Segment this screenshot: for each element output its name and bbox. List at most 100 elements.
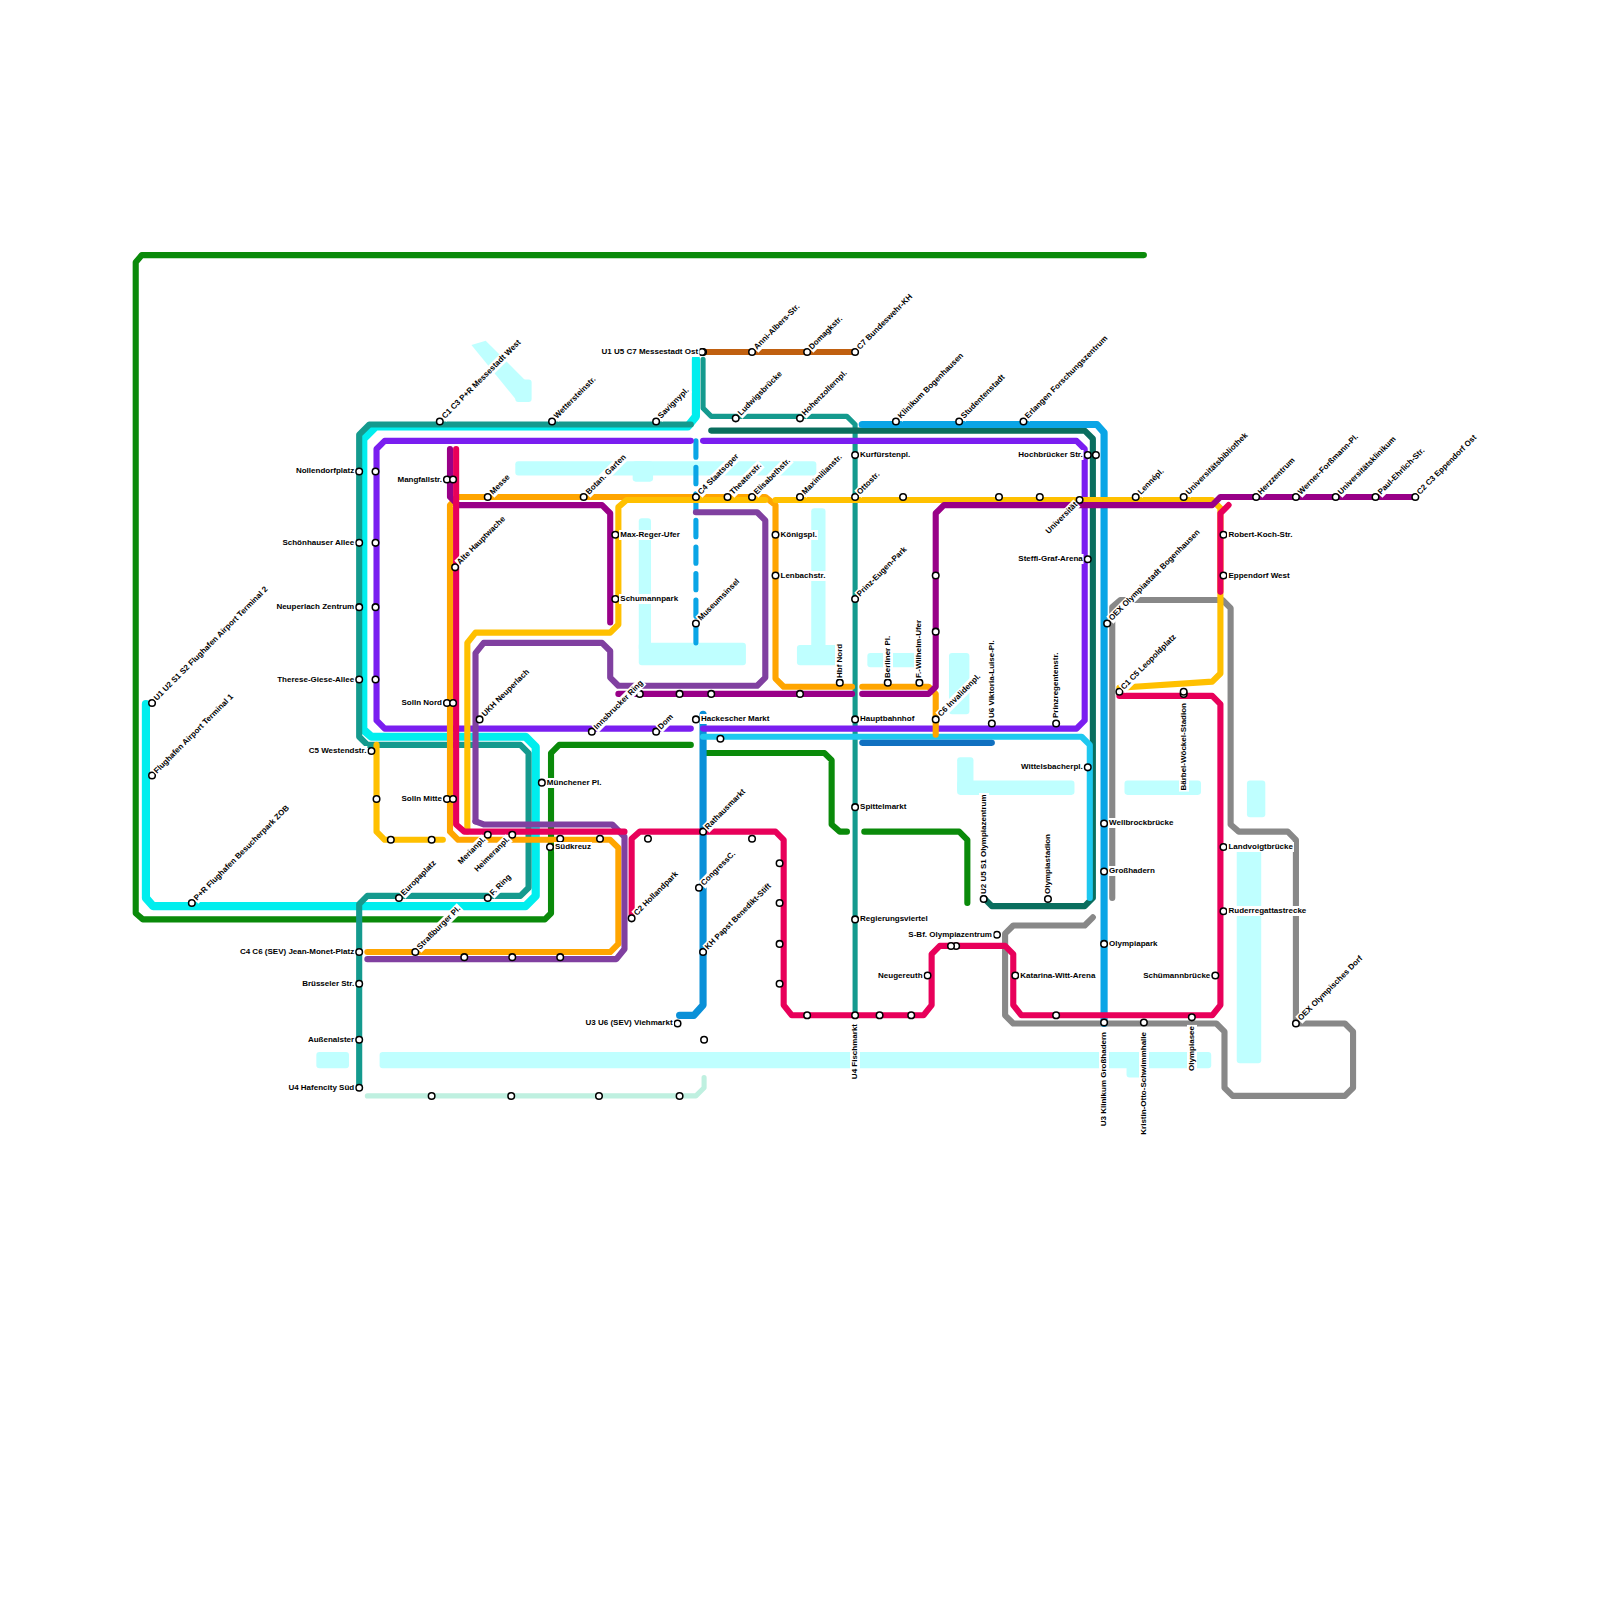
station-dot <box>1012 972 1019 979</box>
station-label: Klinikum Bogenhausen <box>895 351 966 422</box>
station-label: Wittelsbacherpl. <box>1020 762 1084 772</box>
station-label: Wellbrockbrücke <box>1108 818 1174 828</box>
metro-line <box>367 1078 704 1096</box>
station-dot <box>356 980 363 987</box>
station-label: Schönhauser Allee <box>281 538 355 548</box>
station-label: KH Papst Benedikt-Stift <box>702 881 774 953</box>
station-label: Eppendorf West <box>1227 571 1290 581</box>
station-dot <box>356 604 363 611</box>
station-dot <box>1101 1019 1108 1026</box>
station-label: Olympiapark <box>1108 939 1158 949</box>
station-label: C2 C3 Eppendorf Ost <box>1415 432 1480 497</box>
station-label: Anni-Albers-Str. <box>751 301 803 353</box>
station-dot <box>996 494 1003 501</box>
metro-line <box>476 512 766 821</box>
station-label: U6 Viktoria-Luise-Pl. <box>987 640 997 720</box>
station-dot <box>776 860 783 867</box>
station-dot <box>956 418 963 425</box>
station-dot <box>484 895 491 902</box>
station-label: Berliner Pl. <box>883 634 893 678</box>
station-dot <box>708 691 715 698</box>
station-dot <box>1220 908 1227 915</box>
station-label: Olympiasee <box>1187 1025 1197 1072</box>
station-label: Königspl. <box>780 530 818 540</box>
station-label: Max-Reger-Ufer <box>619 530 681 540</box>
station-dot <box>189 900 196 907</box>
station-label: Olympiastadion <box>1043 833 1053 895</box>
station-dot <box>1053 1012 1060 1019</box>
water-area <box>633 461 653 481</box>
station-dot <box>980 896 987 903</box>
station-dot <box>509 831 516 838</box>
station-label: Neuperlach Zentrum <box>275 602 355 612</box>
station-dot <box>693 494 700 501</box>
station-label: Spittelmarkt <box>859 802 907 812</box>
station-label: Alte Hauptwache <box>454 514 508 568</box>
station-dot <box>372 604 379 611</box>
station-dot <box>597 836 604 843</box>
station-label: F.-Wilhelm-Ufer <box>914 618 924 678</box>
station-dot <box>1101 868 1108 875</box>
station-label: Mangfallstr. <box>396 475 442 485</box>
station-dot <box>428 837 435 844</box>
station-dot <box>797 415 804 422</box>
station-label: Solln Mitte <box>400 794 442 804</box>
station-dot <box>484 494 491 501</box>
station-label: Studentenstadt <box>958 372 1008 422</box>
station-dot <box>645 836 652 843</box>
station-dot <box>852 349 859 356</box>
station-dot <box>450 796 457 803</box>
metro-line <box>864 832 967 903</box>
station-dot <box>900 494 907 501</box>
station-dot <box>749 349 756 356</box>
station-label: Hohenzollernpl. <box>799 368 850 419</box>
station-dot <box>428 1093 435 1100</box>
metro-line <box>703 737 1090 898</box>
station-label: Ruderregattastrecke <box>1227 906 1307 916</box>
station-label: Europaplatz <box>398 858 439 899</box>
station-dot <box>776 941 783 948</box>
station-dot <box>1212 972 1219 979</box>
station-label: U1 U5 C7 Messestadt Ost <box>601 347 699 357</box>
water-area <box>797 645 840 665</box>
station-label: Nollendorfplatz <box>295 466 355 476</box>
station-dot <box>693 620 700 627</box>
station-dot <box>876 1012 883 1019</box>
metro-line <box>632 696 1221 1015</box>
station-dot <box>368 748 375 755</box>
station-label: Hochbrücker Str. <box>1017 450 1083 460</box>
station-dot <box>724 494 731 501</box>
station-dot <box>893 418 900 425</box>
station-dot <box>852 804 859 811</box>
station-dot <box>699 349 706 356</box>
station-dot <box>557 954 564 961</box>
station-label: U1 U2 S1 S2 Flughafen Airport Terminal 2 <box>151 584 271 704</box>
station-dot <box>356 676 363 683</box>
station-dot <box>373 796 380 803</box>
station-dot <box>994 931 1001 938</box>
station-label: Regierungsviertel <box>859 914 929 924</box>
water-area <box>471 341 530 400</box>
metro-line <box>703 753 847 832</box>
water-area <box>1247 781 1265 818</box>
station-dot <box>1220 572 1227 579</box>
station-label: Herzzentrum <box>1255 455 1298 498</box>
station-label: U4 Hafencity Süd <box>287 1083 355 1093</box>
metro-line <box>450 497 852 687</box>
station-dot <box>596 1093 603 1100</box>
station-dot <box>1101 820 1108 827</box>
station-dot <box>509 954 516 961</box>
water-area <box>316 1052 349 1068</box>
station-dot <box>1180 689 1187 696</box>
station-dot <box>772 531 779 538</box>
station-dot <box>717 736 724 743</box>
station-label: Savignypl. <box>655 385 692 422</box>
station-label: Domagkstr. <box>806 313 845 352</box>
station-label: Robert-Koch-Str. <box>1227 530 1293 540</box>
station-dot <box>908 1012 915 1019</box>
station-dot <box>1101 941 1108 948</box>
station-dot <box>676 691 683 698</box>
station-label: Therese-Giese-Allee <box>276 675 355 685</box>
station-dot <box>1189 1014 1196 1021</box>
